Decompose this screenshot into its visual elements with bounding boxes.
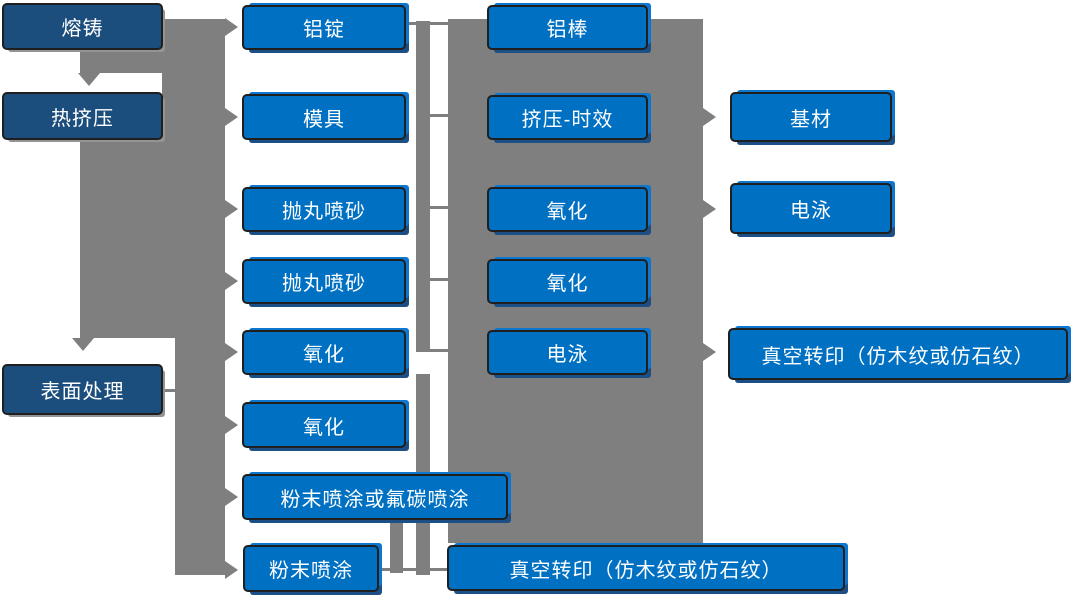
node-shot-blasting-1: 抛丸喷砂 <box>242 187 406 232</box>
node-vacuum-transfer-bottom: 真空转印（仿木纹或仿石纹） <box>447 545 845 591</box>
node-melting-casting: 熔铸 <box>2 3 163 50</box>
node-electrophoresis-2: 电泳 <box>730 183 892 234</box>
arrow-to-aluminum-ingot <box>225 18 238 36</box>
tick-bottom-row-link <box>378 568 448 571</box>
arrow-to-oxidation-1 <box>225 343 238 361</box>
tick-row2 <box>429 114 449 117</box>
node-extrusion-aging: 挤压-时效 <box>487 95 648 140</box>
connector-left-trunk-lower-bar <box>175 338 225 575</box>
connector-left-trunk-main <box>80 140 225 338</box>
node-aluminum-ingot: 铝锭 <box>242 5 406 50</box>
arrow-to-shot-blasting-2 <box>225 272 238 290</box>
tick-row1 <box>429 22 449 25</box>
arrow-to-vacuum-transfer-right <box>703 343 716 361</box>
arrow-down-to-hot-extrusion <box>78 73 100 86</box>
tick-row5 <box>429 349 449 352</box>
tick-row4 <box>429 278 449 281</box>
node-oxidation-4: 氧化 <box>487 259 648 304</box>
node-surface-treatment: 表面处理 <box>2 364 163 415</box>
tick-surface-treatment-link <box>163 389 176 392</box>
node-mold: 模具 <box>242 94 406 140</box>
arrow-to-mold <box>225 108 238 126</box>
tick-row3 <box>429 206 449 209</box>
arrow-to-oxidation-2 <box>225 416 238 434</box>
node-aluminum-rod: 铝棒 <box>487 5 648 50</box>
node-oxidation-2: 氧化 <box>242 402 406 448</box>
arrow-to-powder-or-fluorocarbon <box>225 488 238 506</box>
arrow-to-shot-blasting-1 <box>225 200 238 218</box>
arrow-down-to-surface-treatment <box>72 338 94 351</box>
arrow-to-powder-coating <box>225 561 238 579</box>
node-shot-blasting-2: 抛丸喷砂 <box>242 259 406 304</box>
node-powder-coating: 粉末喷涂 <box>243 545 379 592</box>
connector-middle-bar-upper <box>416 21 430 352</box>
node-hot-extrusion: 热挤压 <box>2 92 163 140</box>
node-oxidation-3: 氧化 <box>487 187 648 232</box>
node-oxidation-1: 氧化 <box>242 330 406 375</box>
tick-ingot-to-bar <box>406 22 418 25</box>
node-electrophoresis-1: 电泳 <box>487 330 648 375</box>
arrow-to-base-material <box>703 108 716 126</box>
node-powder-or-fluorocarbon: 粉末喷涂或氟碳喷涂 <box>242 474 508 520</box>
connector-left-trunk-right-segment <box>162 73 225 140</box>
node-base-material: 基材 <box>730 92 892 142</box>
node-vacuum-transfer-right: 真空转印（仿木纹或仿石纹） <box>728 328 1068 380</box>
arrow-to-electrophoresis-2 <box>703 200 716 218</box>
